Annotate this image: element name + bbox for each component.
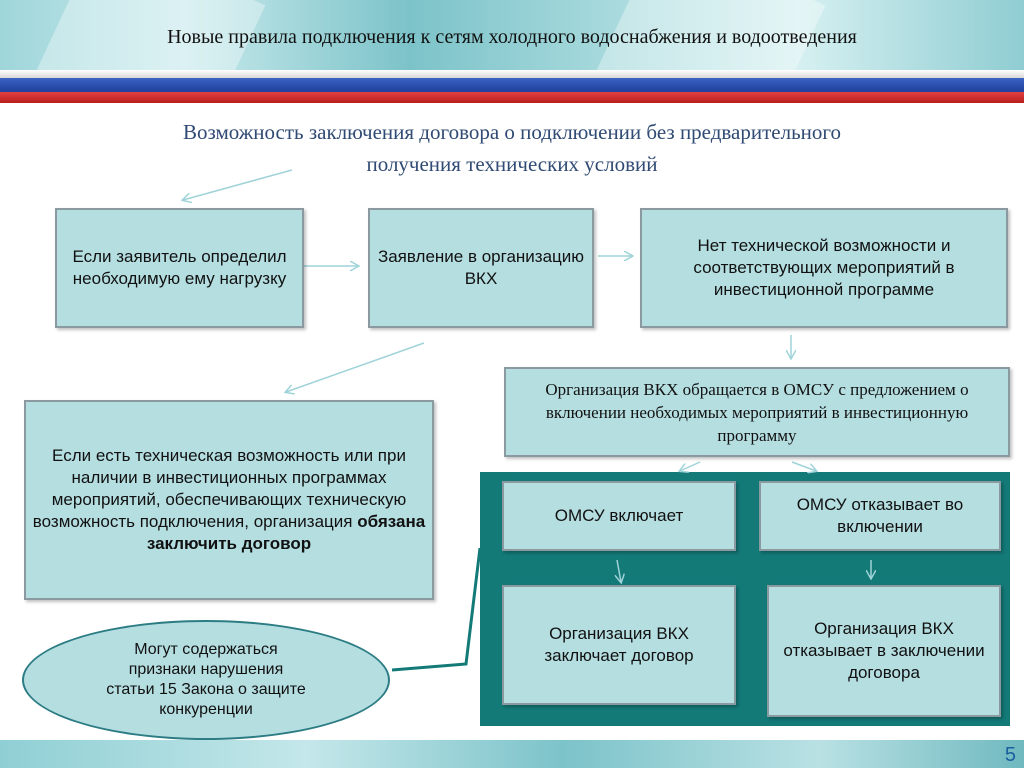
competition-note-text: Могут содержаться признаки нарушения ста…	[106, 641, 306, 718]
header-title: Новые правила подключения к сетям холодн…	[167, 26, 857, 48]
flag-stripe-red	[0, 92, 1024, 103]
node-vkh-concludes: Организация ВКХ заключает договор	[502, 585, 736, 705]
node-vkh-concludes-text: Организация ВКХ заключает договор	[544, 624, 694, 665]
node-capability-bold: обязана заключить договор	[146, 512, 426, 553]
node-load-defined-text: Если заявитель определил необходимую ему…	[72, 247, 287, 288]
slide-subtitle: Возможность заключения договора о подклю…	[40, 116, 984, 180]
node-omsu-refuses-text: ОМСУ отказывает во включении	[796, 495, 964, 536]
flag-stripe-white	[0, 70, 1024, 78]
subtitle-line-2: получения технических условий	[366, 152, 658, 176]
node-capability-part1: Если есть техническая возможность или пр…	[32, 446, 407, 531]
node-vkh-to-omsu: Организация ВКХ обращается в ОМСУ с пред…	[504, 367, 1010, 457]
node-application: Заявление в организацию ВКХ	[368, 208, 594, 328]
subtitle-line-1: Возможность заключения договора о подклю…	[182, 120, 841, 144]
node-vkh-refuses-text: Организация ВКХ отказывает в заключении …	[783, 619, 985, 682]
node-omsu-refuses: ОМСУ отказывает во включении	[759, 481, 1001, 551]
node-no-capability: Нет технической возможности и соответств…	[640, 208, 1008, 328]
node-capability: Если есть техническая возможность или пр…	[24, 400, 434, 600]
competition-note: Могут содержаться признаки нарушения ста…	[22, 620, 390, 740]
node-omsu-includes-text: ОМСУ включает	[554, 506, 684, 525]
node-capability-text: Если есть техническая возможность или пр…	[32, 445, 426, 555]
node-application-text: Заявление в организацию ВКХ	[377, 247, 585, 288]
page-number: 5	[1004, 744, 1016, 766]
arrow-application-to-capability	[286, 342, 425, 392]
arrow-vkh-omsu-to-refuses	[791, 461, 816, 471]
node-vkh-to-omsu-text: Организация ВКХ обращается в ОМСУ с пред…	[545, 379, 969, 445]
flag-stripe-blue	[0, 78, 1024, 92]
node-no-capability-text: Нет технической возможности и соответств…	[693, 236, 955, 299]
node-load-defined: Если заявитель определил необходимую ему…	[55, 208, 304, 328]
arrow-vkh-omsu-to-includes	[680, 461, 701, 471]
node-omsu-includes: ОМСУ включает	[502, 481, 736, 551]
header-banner: Новые правила подключения к сетям холодн…	[0, 0, 1024, 70]
footer-bar	[0, 740, 1024, 768]
node-vkh-refuses: Организация ВКХ отказывает в заключении …	[767, 585, 1001, 717]
